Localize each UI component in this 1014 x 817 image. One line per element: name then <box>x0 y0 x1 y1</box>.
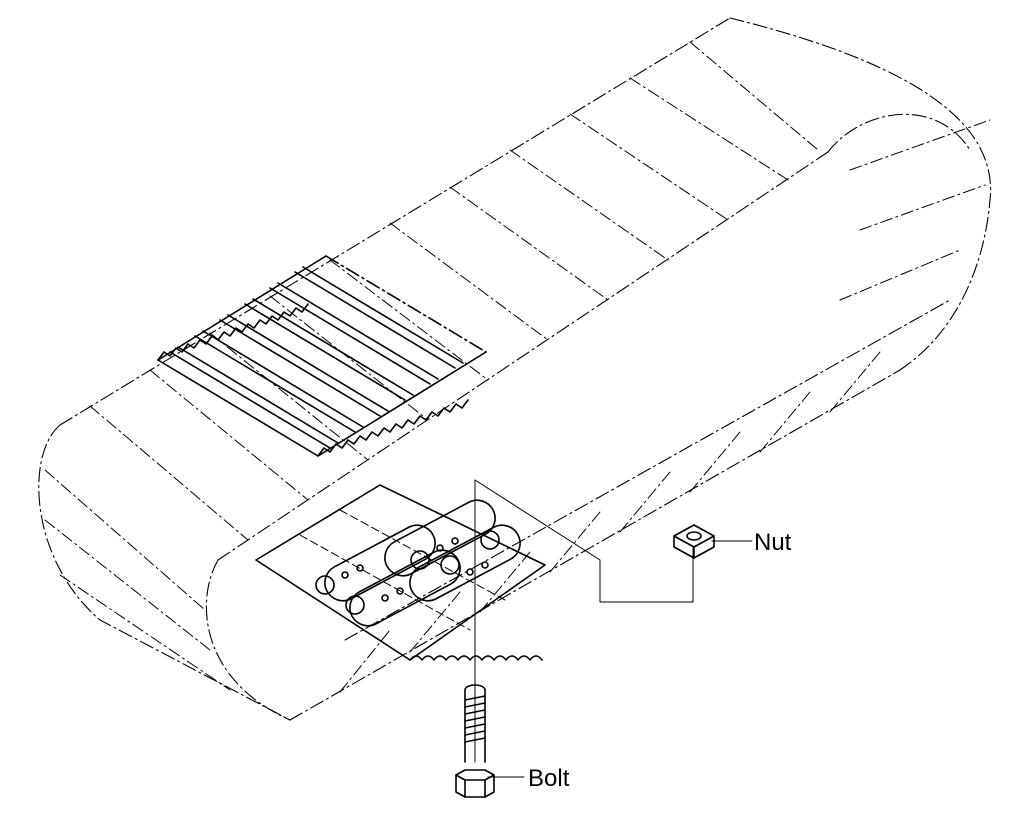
bolt-callout-label: Bolt <box>528 765 570 792</box>
nut-icon <box>673 524 715 559</box>
bolt-icon <box>455 684 495 798</box>
chain-link-assembly <box>255 484 546 661</box>
leader-lines <box>474 479 753 778</box>
grouser-shoe-group <box>157 255 487 457</box>
nut-callout-label: Nut <box>754 529 792 556</box>
track-shoe-lines <box>44 41 991 693</box>
track-belt-outline <box>38 17 992 721</box>
